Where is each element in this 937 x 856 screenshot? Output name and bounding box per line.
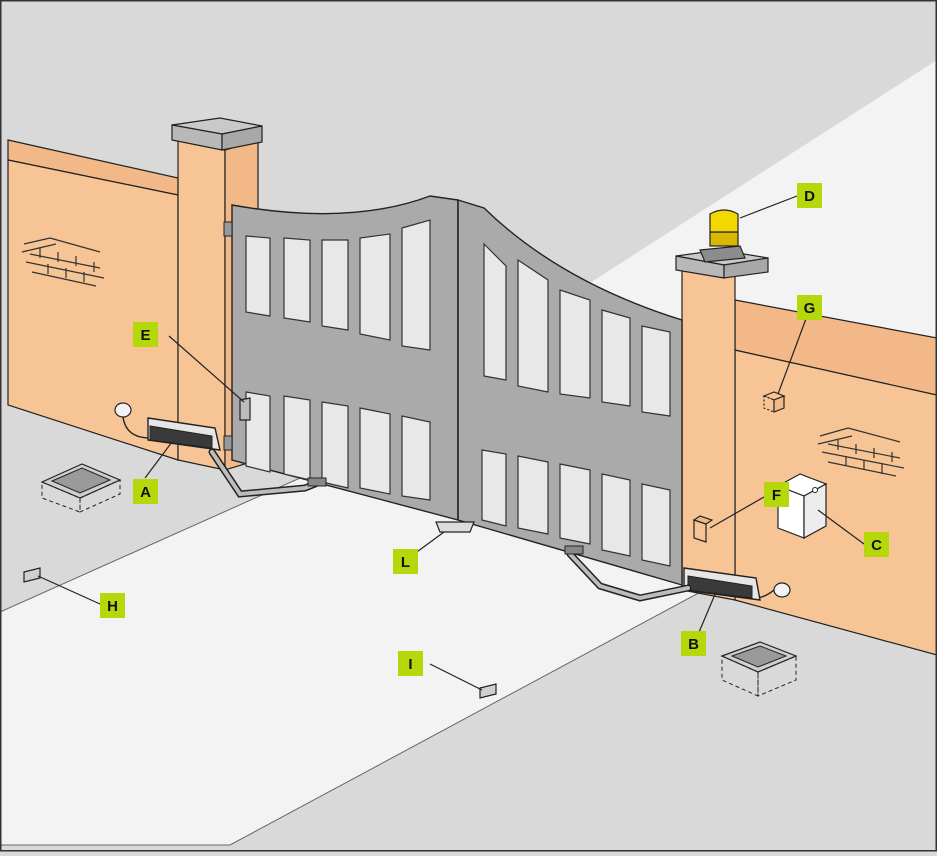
callout-text-h: H: [107, 598, 118, 615]
floor-photocell-icon-i: [479, 683, 497, 699]
callout-text-g: G: [804, 300, 816, 317]
floor-photocell-icon-h: [23, 567, 41, 583]
callout-label-f: F: [764, 482, 789, 507]
callout-label-a: A: [133, 479, 158, 504]
callout-text-d: D: [804, 188, 815, 205]
left-brick-motif: [21, 237, 105, 287]
leader-lines: [37, 195, 865, 691]
photocell-icon-left: [239, 397, 251, 421]
callout-text-a: A: [140, 484, 151, 501]
right-brick-motif: [817, 427, 905, 477]
right-pillar-cap-side: [723, 257, 769, 279]
callout-text-b: B: [688, 636, 699, 653]
callout-text-c: C: [871, 537, 882, 554]
callout-label-e: E: [133, 322, 158, 347]
photocell-icon: [692, 515, 714, 543]
callout-label-l: L: [393, 549, 418, 574]
callout-label-d: D: [797, 183, 822, 208]
callout-label-i: I: [398, 651, 423, 676]
warning-lamp-icon: [699, 209, 746, 263]
callout-text-e: E: [140, 327, 150, 344]
right-pillar-front: [681, 269, 736, 601]
callout-label-c: C: [864, 532, 889, 557]
left-pillar-front: [177, 139, 226, 471]
callout-text-l: L: [401, 554, 410, 571]
junction-box-icon: [40, 463, 122, 513]
gate-stop-icon: [435, 521, 475, 533]
linear-actuator-icon: [114, 402, 327, 498]
callout-text-i: I: [408, 656, 412, 673]
gate-left-panels: [245, 219, 431, 501]
hinge-left-bottom: [223, 435, 233, 451]
hinge-left-top: [223, 221, 233, 237]
callout-label-g: G: [797, 295, 822, 320]
callout-label-h: H: [100, 593, 125, 618]
junction-box-icon-right: [720, 641, 798, 697]
key-selector-icon: [762, 391, 786, 413]
callout-text-f: F: [772, 487, 781, 504]
left-pillar-cap-side: [221, 125, 263, 151]
callout-label-b: B: [681, 631, 706, 656]
gate-right-panels: [481, 242, 671, 567]
linear-actuator-icon-right: [564, 545, 791, 602]
